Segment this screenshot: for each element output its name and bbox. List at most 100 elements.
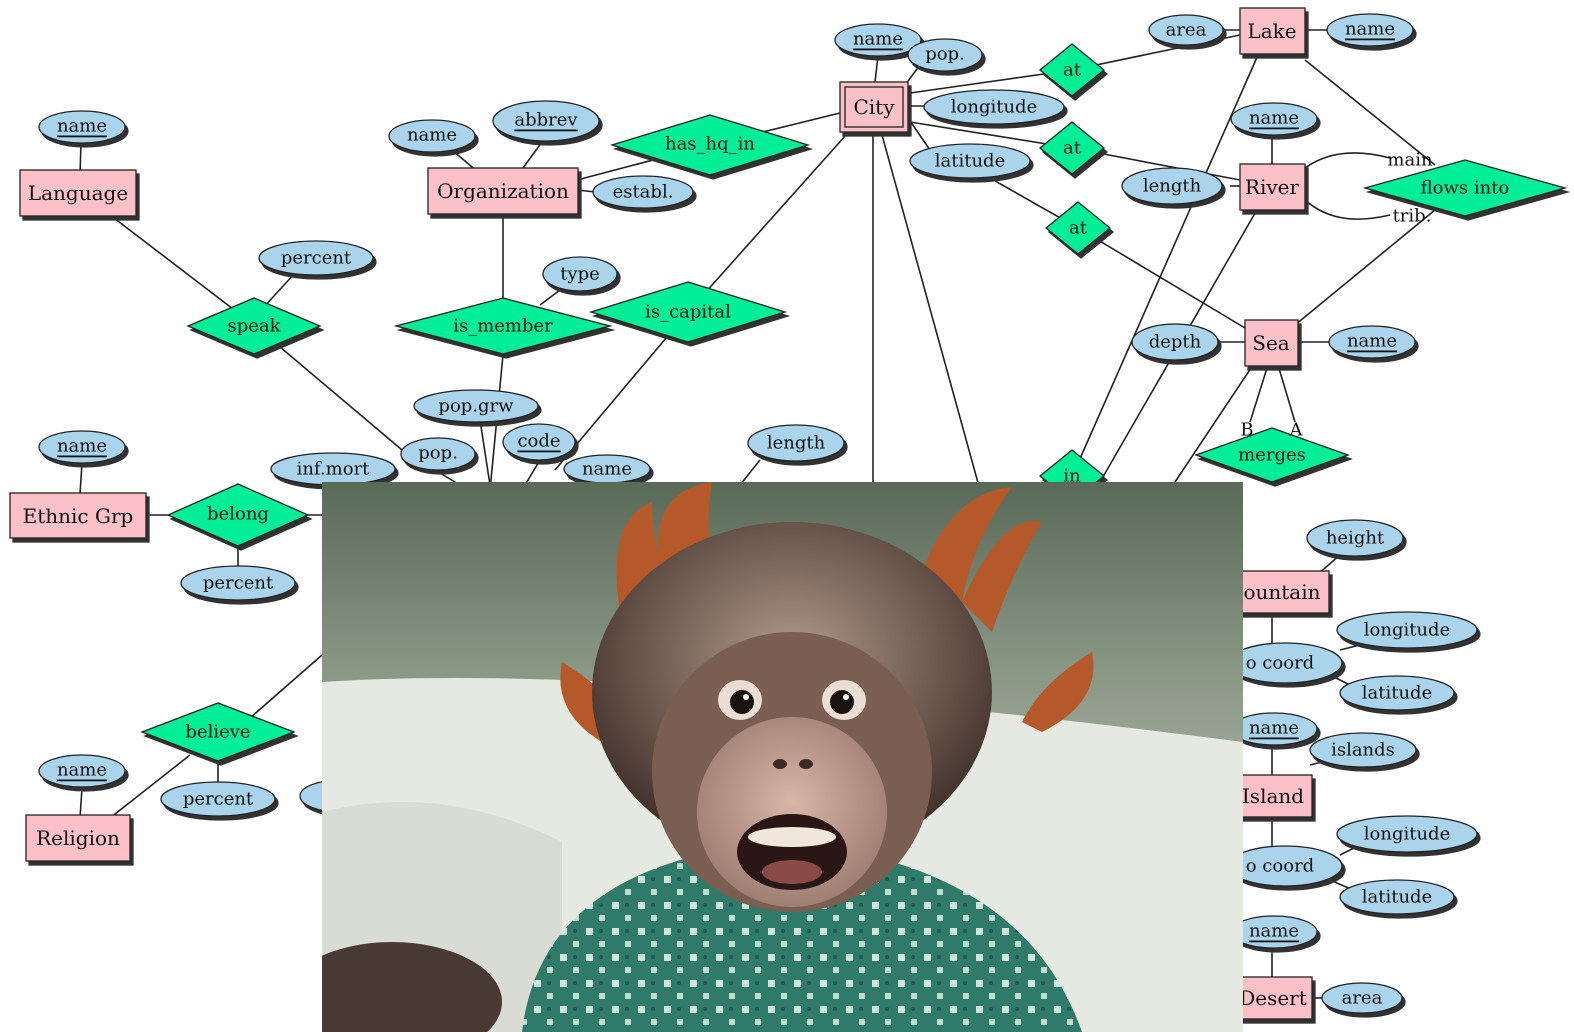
at-lake-diamond [1038,43,1106,97]
city-label: City [853,95,895,119]
river-length-attr [1121,167,1223,205]
river-label: River [1245,175,1300,199]
ethnic-name-label: name [57,436,107,457]
main-role-curve [1304,152,1391,169]
lake-label: Lake [1247,19,1296,43]
member-type-label: type [560,264,600,285]
mountain-longitude-label: longitude [1364,620,1450,641]
org-abbrev-attr [492,100,600,142]
desert-label: Desert [1239,986,1307,1010]
island-islands-label: islands [1331,740,1395,761]
religion-label: Religion [36,826,120,850]
org-establ-attr [592,175,694,209]
in-label: in [1063,466,1081,487]
language-label: Language [28,181,128,205]
sea-entity [1244,319,1299,367]
has-hq-in-diamond [609,114,811,176]
is-capital-diamond [588,281,788,343]
is-capital-label: is_capital [645,302,731,323]
city-latitude-attr [909,143,1031,179]
believe-percent-attr [160,781,276,817]
speak-diamond [186,297,322,355]
sea-name-label: name [1347,331,1397,352]
country-infmort-label: inf.mort [297,459,371,480]
island-islands-attr [1309,732,1417,768]
river-name-attr [1230,102,1318,136]
mountain-longitude-attr [1336,611,1478,649]
sea-depth-attr [1131,323,1219,361]
island-name-label: name [1249,718,1299,739]
at-river-diamond [1038,121,1106,175]
country-popgrw-label: pop.grw [438,396,514,417]
at-sea-label: at [1069,218,1088,239]
island-latitude-label: latitude [1362,887,1432,908]
country-pop-attr [400,437,476,471]
believe-percent-label: percent [183,789,254,810]
desert-name-label: name [1249,921,1299,942]
is-member-diamond [393,297,613,355]
city-inner-border [844,86,904,128]
at-river-label: at [1063,138,1082,159]
speak-percent-label: percent [281,248,352,269]
merges-label: merges [1238,445,1306,466]
belong-label: belong [207,504,269,525]
speak-label: speak [227,316,281,337]
river-name-label: name [1249,108,1299,129]
member-type-attr [542,256,618,292]
belong-diamond [166,483,310,547]
believe-label: believe [185,722,250,743]
flows-into-label: flows into [1421,178,1510,199]
sea-label: Sea [1252,331,1290,355]
sea-depth-label: depth [1149,332,1202,353]
organization-entity [427,167,579,215]
river-length-label: length [1143,176,1202,197]
mountain-height-label: height [1326,528,1385,549]
org-establ-label: establ. [613,182,674,203]
sea-name-attr [1328,325,1416,359]
island-entity [1235,774,1313,818]
mountain-latitude-label: latitude [1362,683,1432,704]
trib-role-label: trib. [1393,206,1432,227]
mountain-height-attr [1306,519,1404,557]
mountain-geo-label: o coord [1246,653,1314,674]
merges-diamond [1194,427,1350,483]
desert-area-attr [1321,982,1403,1014]
ethnic-grp-entity [9,492,147,539]
organization-label: Organization [437,179,569,203]
mountain-latitude-attr [1339,675,1455,711]
speak-percent-attr [258,240,374,276]
island-latitude-attr [1339,879,1455,915]
border-length-attr [747,424,845,462]
city-pop-attr [907,38,983,72]
orangutan-illustration [322,482,1243,1032]
island-longitude-attr [1336,815,1478,853]
lake-name-attr [1326,13,1414,47]
country-name-label: name [582,459,632,480]
has-hq-in-label: has_hq_in [665,134,755,155]
org-name-label: name [407,125,457,146]
org-name-attr [388,119,476,153]
at-lake-label: at [1063,60,1082,81]
at-sea-diamond [1044,201,1112,255]
main-role-label: main [1387,150,1433,171]
b-role-label: B [1240,420,1253,441]
org-abbrev-label: abbrev [514,110,578,131]
ethnic-name-attr [38,430,126,464]
a-role-label: A [1289,420,1304,441]
city-entity [839,81,909,133]
language-name-attr [38,110,126,144]
trib-role-curve [1304,199,1391,220]
desert-area-label: area [1342,988,1383,1009]
border-length-label: length [767,433,826,454]
believe-diamond [140,702,296,762]
city-name-label: name [853,29,903,50]
river-entity [1239,163,1306,211]
religion-name-attr [38,754,126,788]
ethnic-grp-label: Ethnic Grp [23,504,134,528]
is-member-label: is_member [453,316,553,337]
language-name-label: name [57,116,107,137]
island-longitude-label: longitude [1364,824,1450,845]
flows-into-diamond [1362,159,1568,217]
city-longitude-attr [923,89,1065,125]
